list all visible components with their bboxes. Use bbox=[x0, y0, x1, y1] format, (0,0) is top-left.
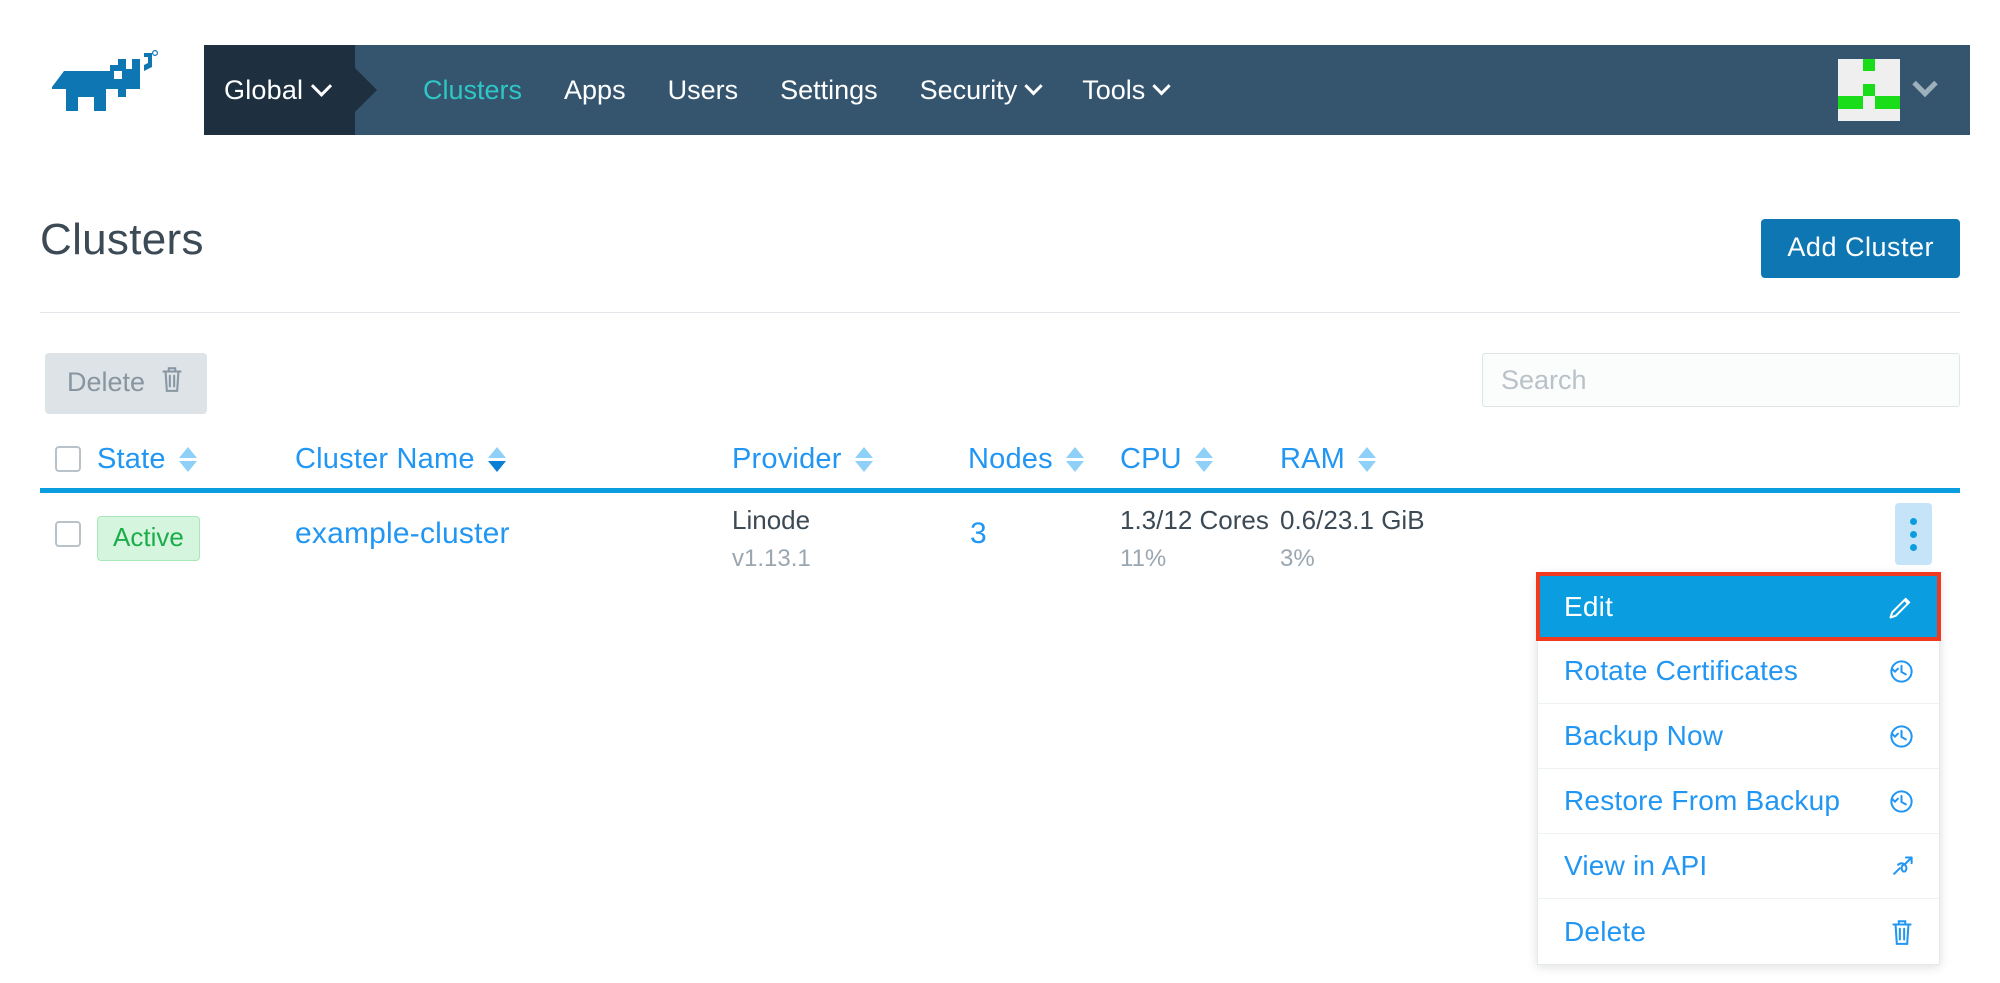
delete-selected-button[interactable]: Delete bbox=[45, 353, 208, 414]
sort-icon[interactable] bbox=[1065, 446, 1084, 472]
row-checkbox-wrap[interactable] bbox=[55, 521, 81, 547]
nav-item-label: Security bbox=[919, 74, 1018, 105]
nav-item-users[interactable]: Users bbox=[647, 45, 760, 135]
menu-item-label: Restore From Backup bbox=[1564, 785, 1841, 816]
column-label: Cluster Name bbox=[295, 442, 475, 475]
ram-value: 0.6/23.1 GiB bbox=[1280, 505, 1425, 535]
column-label: RAM bbox=[1280, 442, 1346, 475]
provider-value: Linode bbox=[732, 505, 811, 535]
column-header-ram[interactable]: RAM bbox=[1280, 442, 1377, 476]
history-icon bbox=[1888, 723, 1915, 750]
row-checkbox[interactable] bbox=[55, 521, 81, 547]
rancher-cow-logo-icon[interactable] bbox=[30, 38, 175, 123]
menu-item-label: Delete bbox=[1564, 915, 1647, 947]
ram-percent: 3% bbox=[1280, 545, 1315, 572]
row-action-menu: Edit Rotate Certificates Backup Now bbox=[1536, 572, 1941, 965]
menu-item-view-in-api[interactable]: View in API bbox=[1538, 834, 1939, 899]
nav-item-security[interactable]: Security bbox=[899, 45, 1062, 135]
avatar bbox=[1838, 59, 1900, 121]
delete-button-label: Delete bbox=[67, 367, 146, 397]
nav-item-label: Tools bbox=[1082, 74, 1146, 105]
column-label: State bbox=[97, 442, 166, 475]
nav-item-settings[interactable]: Settings bbox=[759, 45, 899, 135]
row-actions-kebab-button[interactable] bbox=[1895, 503, 1932, 565]
menu-item-label: Edit bbox=[1564, 590, 1614, 622]
select-all-checkbox-wrap[interactable] bbox=[55, 446, 81, 472]
app-header: Global Clusters Apps Users Settings Secu… bbox=[0, 0, 2000, 145]
menu-item-restore-from-backup[interactable]: Restore From Backup bbox=[1538, 769, 1939, 834]
nav-item-apps[interactable]: Apps bbox=[543, 45, 647, 135]
column-label: Nodes bbox=[968, 442, 1053, 475]
column-header-cpu[interactable]: CPU bbox=[1120, 443, 1213, 476]
menu-item-delete[interactable]: Delete bbox=[1538, 899, 1939, 964]
menu-item-label: View in API bbox=[1564, 850, 1708, 881]
history-icon bbox=[1888, 658, 1915, 685]
column-header-provider[interactable]: Provider bbox=[732, 443, 873, 476]
cpu-percent: 11% bbox=[1120, 545, 1167, 572]
nav-item-label: Apps bbox=[564, 74, 626, 105]
menu-item-backup-now[interactable]: Backup Now bbox=[1538, 704, 1939, 769]
trash-icon bbox=[1889, 918, 1915, 946]
menu-item-label: Rotate Certificates bbox=[1564, 655, 1799, 686]
status-badge: Active bbox=[97, 516, 200, 561]
nav-item-label: Clusters bbox=[423, 74, 523, 105]
search-field[interactable] bbox=[1482, 353, 1960, 407]
sort-icon[interactable] bbox=[1194, 446, 1213, 472]
sort-icon[interactable] bbox=[487, 446, 506, 472]
history-icon bbox=[1888, 788, 1915, 815]
menu-item-label: Backup Now bbox=[1564, 720, 1724, 751]
menu-item-rotate-certificates[interactable]: Rotate Certificates bbox=[1538, 639, 1939, 704]
menu-item-edit[interactable]: Edit bbox=[1536, 572, 1941, 641]
nav-item-label: Settings bbox=[780, 74, 878, 105]
pencil-icon bbox=[1887, 593, 1915, 621]
page-header-row: Clusters Add Cluster bbox=[40, 215, 1960, 285]
nav-item-label: Users bbox=[667, 74, 739, 105]
column-label: CPU bbox=[1120, 442, 1182, 475]
sort-icon[interactable] bbox=[854, 446, 873, 472]
add-cluster-button[interactable]: Add Cluster bbox=[1761, 219, 1960, 278]
column-header-cluster-name[interactable]: Cluster Name bbox=[295, 443, 506, 476]
chevron-down-icon bbox=[1024, 76, 1043, 95]
provider-version: v1.13.1 bbox=[732, 545, 811, 572]
sort-icon[interactable] bbox=[1358, 446, 1377, 472]
clusters-table: State Cluster Name Provider Nodes CPU RA… bbox=[40, 430, 1960, 579]
chevron-down-icon bbox=[311, 75, 333, 97]
global-scope-label: Global bbox=[224, 74, 304, 105]
cpu-value: 1.3/12 Cores bbox=[1120, 505, 1269, 535]
column-label: Provider bbox=[732, 442, 842, 475]
nav-item-tools[interactable]: Tools bbox=[1061, 45, 1189, 135]
select-all-checkbox[interactable] bbox=[55, 446, 81, 472]
trash-icon bbox=[159, 365, 185, 400]
nav-item-clusters[interactable]: Clusters bbox=[402, 45, 543, 135]
header-divider bbox=[40, 312, 1960, 313]
main-navigation-bar: Global Clusters Apps Users Settings Secu… bbox=[204, 45, 1970, 135]
global-scope-selector[interactable]: Global bbox=[204, 45, 355, 135]
link-external-icon bbox=[1888, 853, 1915, 880]
table-row[interactable]: Active example-cluster Linode v1.13.1 3 … bbox=[40, 493, 1960, 579]
chevron-down-icon bbox=[1152, 76, 1171, 95]
cluster-name-link[interactable]: example-cluster bbox=[295, 517, 510, 550]
user-menu-button[interactable] bbox=[1838, 59, 1938, 121]
page-title: Clusters bbox=[40, 215, 204, 264]
search-input[interactable] bbox=[1483, 354, 1959, 406]
table-header-row: State Cluster Name Provider Nodes CPU RA… bbox=[40, 430, 1960, 493]
chevron-down-icon bbox=[1912, 71, 1938, 98]
sort-icon[interactable] bbox=[178, 446, 197, 472]
nav-items: Clusters Apps Users Settings Security To… bbox=[402, 45, 1189, 135]
column-header-state[interactable]: State bbox=[97, 443, 197, 476]
column-header-nodes[interactable]: Nodes bbox=[968, 443, 1084, 476]
nodes-count-link[interactable]: 3 bbox=[970, 517, 987, 550]
